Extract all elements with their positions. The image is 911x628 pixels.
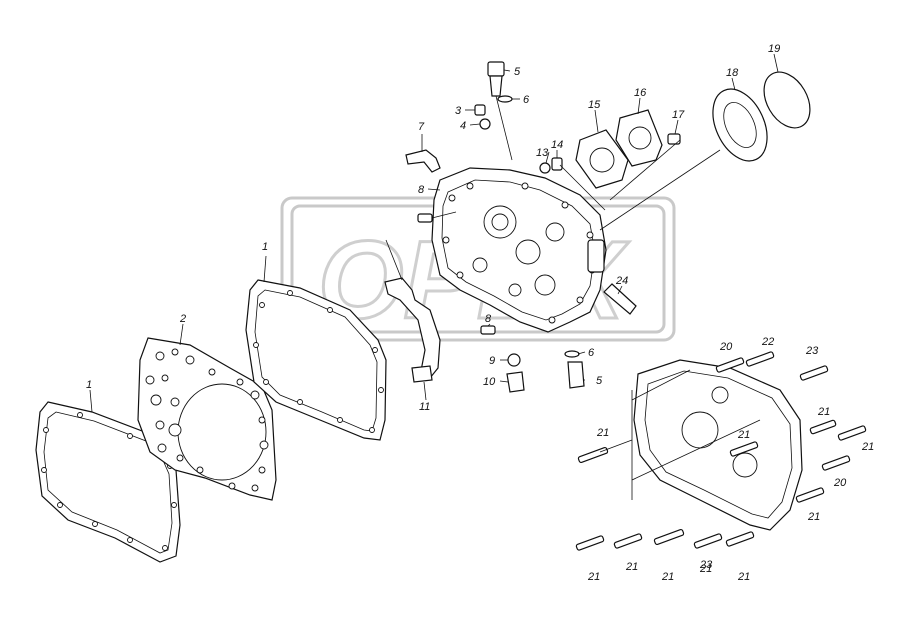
sensor-5-bottom xyxy=(567,361,585,389)
plug-13 xyxy=(539,162,551,174)
callout-23b: 23 xyxy=(699,559,713,571)
callout-11: 11 xyxy=(419,401,430,413)
shaft-24 xyxy=(603,283,637,315)
snap-ring-19 xyxy=(763,71,811,129)
callout-21f: 21 xyxy=(587,571,600,583)
plug-3 xyxy=(474,104,486,116)
callout-9: 9 xyxy=(489,355,495,367)
plug-10 xyxy=(506,371,525,393)
callout-21b: 21 xyxy=(737,429,750,441)
callout-10: 10 xyxy=(483,376,496,388)
callout-8b: 8 xyxy=(485,313,492,325)
bearing-18 xyxy=(712,88,768,162)
separator-plate-2 xyxy=(137,337,277,501)
seal-ring-4 xyxy=(479,118,491,130)
callout-3: 3 xyxy=(455,105,462,117)
callout-4: 4 xyxy=(460,120,466,132)
callout-6b: 6 xyxy=(588,347,595,359)
callout-14: 14 xyxy=(551,139,563,151)
transmission-housing xyxy=(431,167,607,333)
callout-24: 24 xyxy=(615,275,628,287)
callout-5b: 5 xyxy=(596,375,603,387)
callout-6a: 6 xyxy=(523,94,530,106)
callout-20b: 20 xyxy=(833,477,847,489)
gasket-15 xyxy=(575,129,629,189)
callout-13: 13 xyxy=(536,147,549,159)
bolts-lower-row xyxy=(575,351,867,551)
leader-lines xyxy=(89,53,779,500)
callout-22: 22 xyxy=(761,336,774,348)
bolt-17 xyxy=(667,133,681,145)
washer-6-top xyxy=(497,95,513,103)
callout-8a: 8 xyxy=(418,184,425,196)
hose-fitting-7 xyxy=(405,149,441,173)
callout-labels: 1 1 2 3 4 5 5 6 6 7 8 8 9 10 11 13 14 15… xyxy=(86,43,874,583)
callout-21i: 21 xyxy=(737,571,750,583)
cover-16 xyxy=(615,109,663,167)
shift-fork-11 xyxy=(384,239,441,383)
bolt-14 xyxy=(551,157,563,171)
gasket-1-front xyxy=(35,401,181,563)
callout-21e: 21 xyxy=(807,511,820,523)
callout-1a: 1 xyxy=(86,379,92,391)
callout-19: 19 xyxy=(768,43,780,55)
seal-ring-9 xyxy=(507,353,521,367)
callout-21a: 21 xyxy=(596,427,609,439)
dowel-pin-8-lower xyxy=(480,325,496,335)
sensor-5-top xyxy=(487,61,513,161)
callout-23a: 23 xyxy=(805,345,819,357)
callout-21h: 21 xyxy=(661,571,674,583)
callout-15: 15 xyxy=(588,99,601,111)
callout-1b: 1 xyxy=(262,241,268,253)
callout-18: 18 xyxy=(726,67,739,79)
callout-21c: 21 xyxy=(817,406,830,418)
callout-20a: 20 xyxy=(719,341,733,353)
callout-16: 16 xyxy=(634,87,647,99)
callout-21g: 21 xyxy=(625,561,638,573)
dowel-pin-8-upper xyxy=(417,213,433,223)
washer-6-bottom xyxy=(564,350,580,358)
gasket-1-rear xyxy=(245,279,387,441)
callout-17: 17 xyxy=(672,109,685,121)
callout-7: 7 xyxy=(418,121,425,133)
callout-21d: 21 xyxy=(861,441,874,453)
callout-21j: 21 xyxy=(699,563,712,575)
callout-5a: 5 xyxy=(514,66,521,78)
callout-2: 2 xyxy=(179,313,186,325)
rear-housing xyxy=(633,359,803,531)
